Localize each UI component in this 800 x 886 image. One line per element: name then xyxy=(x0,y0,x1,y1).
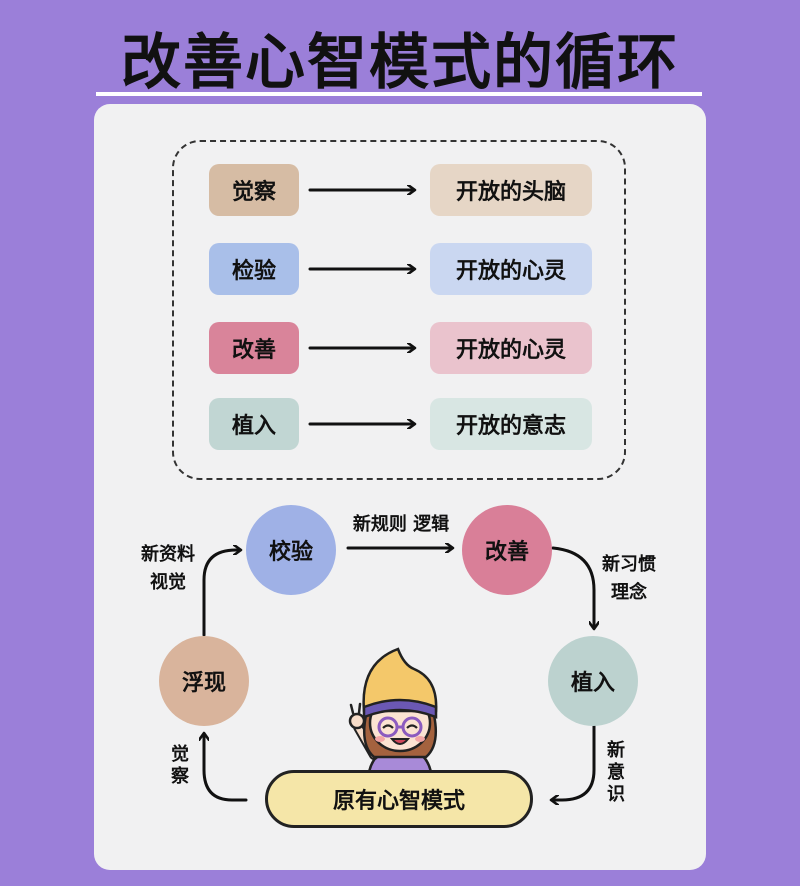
cycle-node-emerge: 浮现 xyxy=(159,636,249,726)
cycle-node-improve: 改善 xyxy=(462,505,552,595)
edge-label-left-top-1: 新资料 xyxy=(141,544,195,565)
edge-label-right-top-2: 理念 xyxy=(611,582,647,603)
mapping-box xyxy=(172,140,626,480)
page-title: 改善心智模式的循环 xyxy=(121,28,679,98)
title-underline xyxy=(96,92,702,96)
cycle-node-verify: 校验 xyxy=(246,505,336,595)
mapping-left-awareness: 觉察 xyxy=(209,164,299,216)
edge-label-right-bottom: 新意识 xyxy=(607,740,625,805)
mapping-right-open-mind: 开放的头脑 xyxy=(430,164,592,216)
mapping-left-improve: 改善 xyxy=(209,322,299,374)
cycle-node-implant: 植入 xyxy=(548,636,638,726)
mapping-left-implant: 植入 xyxy=(209,398,299,450)
mapping-right-open-heart-2: 开放的心灵 xyxy=(430,322,592,374)
mapping-left-check: 检验 xyxy=(209,243,299,295)
mapping-right-open-will: 开放的意志 xyxy=(430,398,592,450)
edge-label-top: 新规则 逻辑 xyxy=(352,514,450,535)
mapping-right-open-heart: 开放的心灵 xyxy=(430,243,592,295)
edge-label-left-top-2: 视觉 xyxy=(150,572,186,593)
edge-label-right-top-1: 新习惯 xyxy=(602,554,656,575)
girl-character-illustration xyxy=(348,647,438,780)
edge-label-left-bottom: 觉察 xyxy=(171,744,189,787)
base-mental-model: 原有心智模式 xyxy=(265,770,533,828)
